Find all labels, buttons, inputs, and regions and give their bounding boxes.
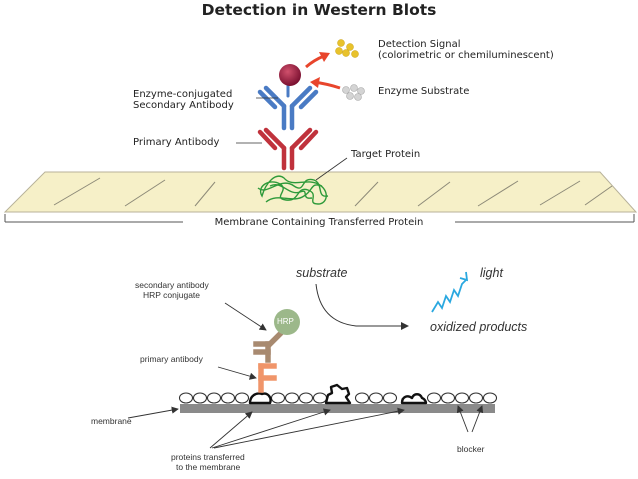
secondary-antibody-hrp-label: secondary antibody — [135, 280, 209, 290]
primary-antibody-label: Primary Antibody — [133, 137, 220, 148]
membrane-bar — [180, 404, 495, 413]
hrp-label: HRP — [277, 317, 294, 326]
substrate-label: substrate — [296, 266, 348, 280]
transferred-proteins — [248, 383, 428, 405]
detection-signal-label: Detection Signal — [378, 39, 461, 50]
reaction-arrows — [305, 52, 341, 90]
top-leader-lines — [236, 97, 348, 181]
diagram-title: Detection in Western Blots — [201, 1, 437, 19]
proteins-transferred-label: proteins transferred — [171, 452, 245, 462]
blocker-label: blocker — [457, 444, 485, 454]
detection-signal-sublabel: (colorimetric or chemiluminescent) — [378, 50, 554, 61]
secondary-antibody-label-2: Secondary Antibody — [133, 100, 234, 111]
light-zigzag-icon — [431, 271, 469, 313]
target-protein — [257, 175, 329, 205]
enzyme-sphere — [279, 64, 301, 86]
proteins-transferred-label-2: to the membrane — [176, 462, 241, 472]
target-protein-label: Target Protein — [351, 149, 421, 160]
membrane-bottom-label: membrane — [91, 416, 132, 426]
detection-signal-dots — [335, 39, 359, 58]
primary-antibody-shape — [257, 127, 319, 171]
secondary-antibody-shape — [257, 84, 319, 131]
primary-antibody-bottom — [258, 363, 277, 393]
blocker-ovals — [178, 392, 498, 404]
primary-antibody-bottom-label: primary antibody — [140, 354, 203, 364]
membrane-slab — [3, 171, 638, 223]
bottom-leader-arrows — [127, 302, 484, 449]
substrate-reaction-arrow — [315, 283, 409, 330]
oxidized-products-label: oxidized products — [430, 320, 528, 334]
substrate-dots — [342, 84, 365, 101]
membrane-label: Membrane Containing Transferred Protein — [183, 217, 455, 228]
secondary-antibody-hrp-label-2: HRP conjugate — [143, 290, 201, 300]
enzyme-substrate-label: Enzyme Substrate — [378, 86, 470, 97]
light-label: light — [480, 266, 503, 280]
hrp-circle — [274, 309, 300, 335]
secondary-antibody-label: Enzyme-conjugated — [133, 89, 233, 100]
secondary-antibody-bottom — [253, 330, 284, 363]
